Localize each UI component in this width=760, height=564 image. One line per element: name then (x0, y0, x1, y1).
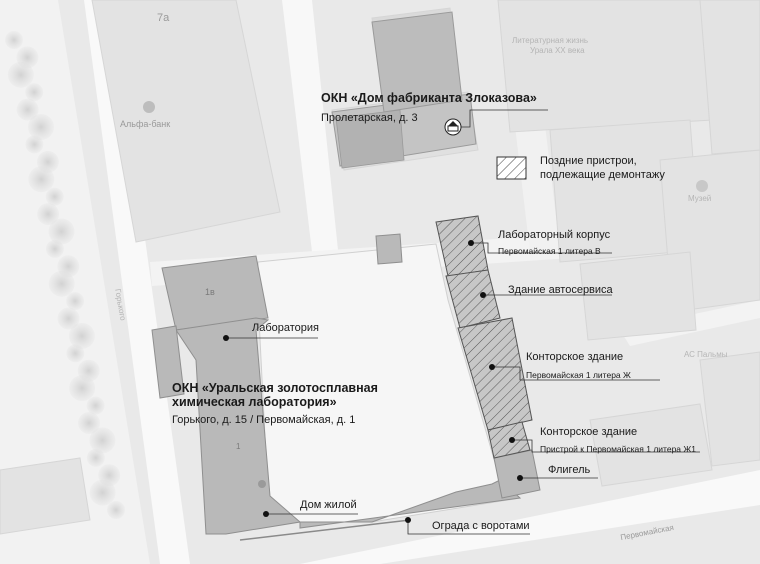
tree (78, 412, 100, 434)
callout-office-1-sub: Первомайская 1 литера Ж (526, 370, 631, 380)
tree (16, 98, 39, 121)
callout-autoservice: Здание автосервиса (508, 284, 613, 296)
landmark-icon[interactable] (444, 118, 462, 136)
tree (37, 203, 60, 226)
callout-laboratory: Лаборатория (252, 322, 319, 334)
tree-row (5, 31, 125, 519)
poi-museum: Музей (688, 194, 712, 203)
tree (45, 239, 64, 258)
lab-title-line1: ОКН «Уральская золотосплавная (172, 381, 378, 395)
tree (86, 396, 105, 415)
tree (69, 375, 96, 402)
tree (28, 166, 55, 193)
poi-as: АС Пальмы (684, 350, 728, 359)
tree (68, 322, 95, 349)
tree (89, 427, 116, 454)
tree (66, 344, 85, 363)
zlokazov-address: Пролетарская, д. 3 (321, 112, 418, 124)
bank-label: Альфа-банк (120, 119, 171, 129)
house-number-1: 1 (236, 442, 241, 451)
tree (107, 501, 125, 519)
house-number-1v: 1в (205, 287, 215, 297)
tree (25, 135, 44, 154)
lab-title-line2: химическая лаборатория» (172, 395, 337, 409)
lab-address: Горького, д. 15 / Первомайская, д. 1 (172, 414, 356, 426)
lit-label-1: Литературная жизнь (512, 36, 589, 45)
zlokazov-title: ОКН «Дом фабриканта Злоказова» (321, 91, 537, 105)
leader-lines (226, 109, 700, 535)
site-courtyard (257, 243, 522, 523)
marker-dots (223, 240, 523, 523)
tree (66, 292, 85, 311)
tree (7, 61, 34, 88)
laboratory-complex[interactable] (151, 233, 522, 535)
house-number-7a: 7а (157, 12, 170, 24)
legend-swatch (496, 156, 527, 180)
late-additions[interactable] (435, 215, 533, 459)
callout-office-2: Конторское здание (540, 426, 638, 438)
zlokazov-house[interactable] (331, 11, 477, 169)
tree (86, 448, 105, 467)
callout-fence: Ограда с воротами (432, 520, 530, 532)
legend-label-line1: Поздние пристрои, (540, 155, 637, 167)
callout-lab-corpus-sub: Первомайская 1 литера В (498, 246, 601, 256)
callout-fligel: Флигель (548, 464, 591, 476)
tree (57, 307, 80, 330)
fligel-building[interactable] (493, 449, 541, 499)
tree (48, 270, 75, 297)
map-details (143, 101, 708, 541)
tree (89, 479, 116, 506)
tree (5, 31, 23, 49)
callout-lab-corpus: Лабораторный корпус (498, 229, 611, 241)
tree (25, 83, 44, 102)
callout-office-1: Конторское здание (526, 351, 624, 363)
callout-house: Дом жилой (300, 499, 357, 511)
lit-label-2: Урала XX века (530, 46, 585, 55)
legend-label-line2: подлежащие демонтажу (540, 169, 665, 181)
tree (45, 187, 64, 206)
tree (48, 218, 75, 245)
tree (28, 114, 54, 140)
callout-office-2-sub: Пристрой к Первомайская 1 литера Ж1 (540, 444, 696, 454)
